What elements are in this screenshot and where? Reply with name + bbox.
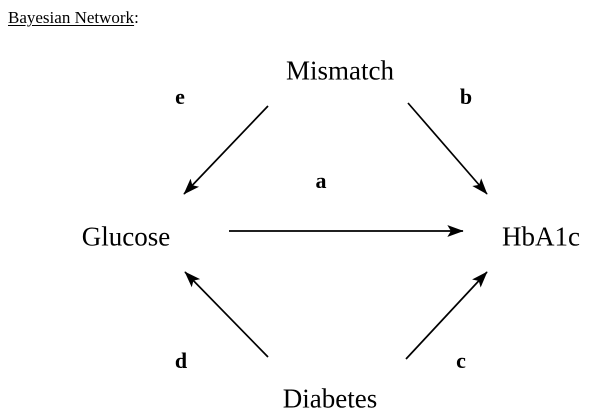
node-diabetes: Diabetes xyxy=(282,383,378,414)
node-hba1c: HbA1c xyxy=(502,221,580,252)
edge-arrow-mismatch-to-hba1c xyxy=(407,102,488,195)
caption-title: Bayesian Network xyxy=(8,8,135,27)
edge-arrow-diabetes-to-hba1c xyxy=(405,271,488,360)
edge-label-a: a xyxy=(315,168,327,193)
edge-arrow-mismatch-to-glucose xyxy=(183,105,269,195)
edge-label-d: d xyxy=(174,348,188,373)
edge-label-e: e xyxy=(175,84,185,109)
node-mismatch: Mismatch xyxy=(286,55,394,86)
figure-caption: Bayesian Network: xyxy=(8,8,139,28)
node-glucose: Glucose xyxy=(81,221,171,252)
edge-arrow-diabetes-to-glucose xyxy=(184,271,269,358)
edge-label-c: c xyxy=(456,348,466,373)
caption-colon: : xyxy=(134,8,139,27)
edge-label-b: b xyxy=(459,84,473,109)
